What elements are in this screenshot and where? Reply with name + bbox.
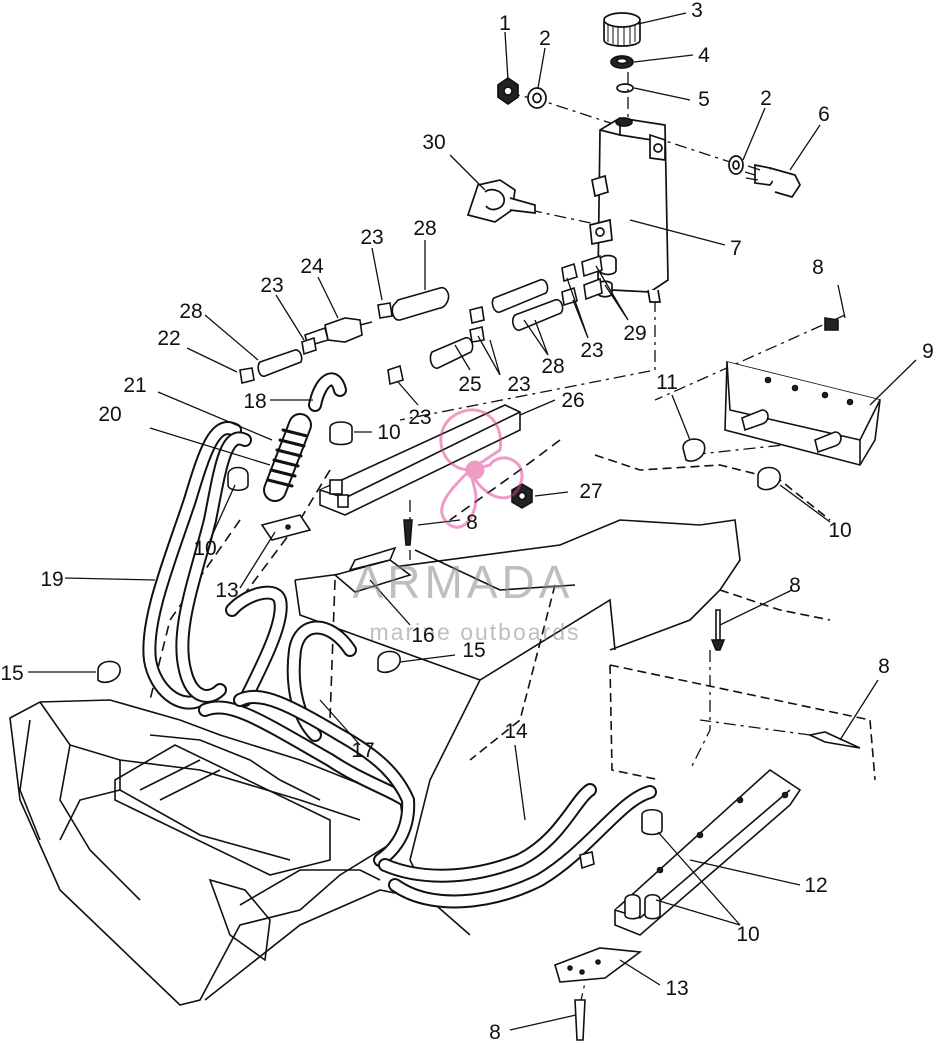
callout-8e: 8 [489,1021,501,1044]
callout-8b: 8 [789,574,801,597]
callout-23c: 23 [580,339,603,362]
coolant-tank-assembly [466,12,801,303]
brackets [97,317,881,1041]
callout-26: 26 [561,389,584,412]
callout-6: 6 [818,103,830,126]
callout-1: 1 [499,12,511,35]
callout-28b: 28 [179,300,202,323]
callout-23b: 23 [260,274,283,297]
callout-17: 17 [351,739,374,762]
callout-4: 4 [698,44,710,67]
callout-11: 11 [656,371,678,394]
callout-21: 21 [123,374,146,397]
callout-leaders [28,12,917,1031]
callout-5: 5 [698,88,710,111]
callout-29: 29 [623,322,646,345]
callout-10c: 10 [193,537,216,560]
callout-23a: 23 [360,226,383,249]
callout-7: 7 [730,237,742,260]
callout-12: 12 [804,874,827,897]
callout-27: 27 [579,480,602,503]
watermark-propeller-logo [439,408,524,529]
callout-23d: 23 [507,373,530,396]
callout-24: 24 [300,255,324,278]
callout-22: 22 [157,327,180,350]
callout-3: 3 [691,0,703,22]
callout-15b: 15 [462,639,485,662]
callout-19: 19 [40,568,63,591]
callout-30: 30 [422,131,445,154]
callout-2b: 2 [760,87,772,110]
callout-10d: 10 [736,923,759,946]
callout-10a: 10 [377,421,400,444]
callout-2a: 2 [539,27,551,50]
hoses [142,372,657,909]
callout-16: 16 [411,624,434,647]
callout-8d: 8 [878,655,890,678]
callout-10b: 10 [828,519,851,542]
chassis-drawing [9,439,876,1006]
callout-14: 14 [504,720,528,743]
callout-15a: 15 [0,662,23,685]
callout-18: 18 [243,390,266,413]
watermark: ARMADA marine outboards [353,408,581,645]
callout-28c: 28 [541,355,564,378]
callout-23e: 23 [408,406,431,429]
callout-8a: 8 [812,256,824,279]
callout-28a: 28 [413,217,436,240]
callout-25: 25 [458,373,481,396]
callout-13a: 13 [215,579,238,602]
callout-9: 9 [922,340,934,363]
callout-13b: 13 [665,977,688,1000]
callout-20: 20 [98,403,121,426]
callout-8c: 8 [466,511,478,534]
watermark-subtitle: marine outboards [370,619,581,645]
watermark-title: ARMADA [353,556,574,608]
